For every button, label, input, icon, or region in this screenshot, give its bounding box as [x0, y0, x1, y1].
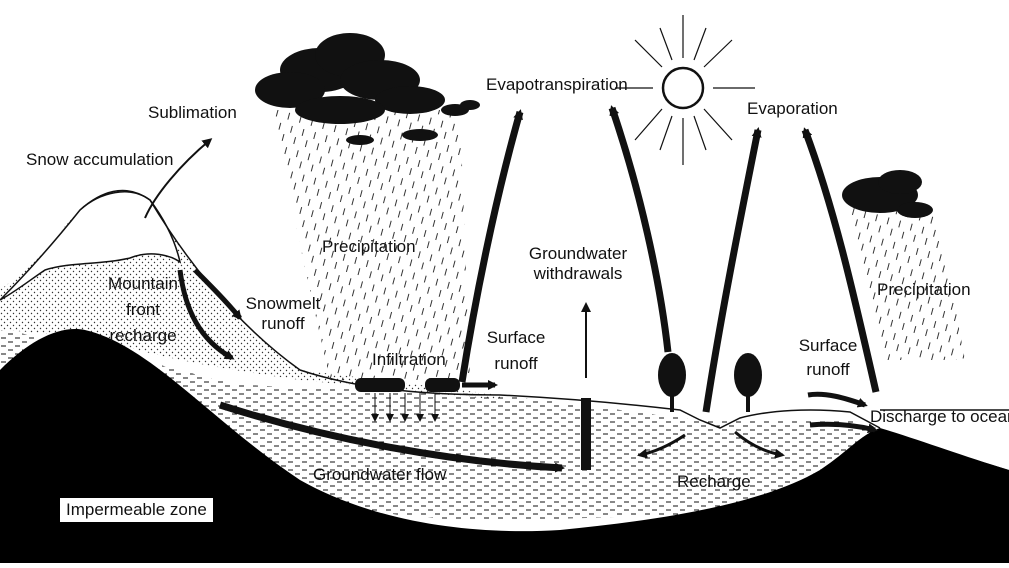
evaporation-label: Evaporation — [747, 99, 838, 119]
infiltration-label: Infiltration — [372, 350, 446, 370]
precipitation-label-right: Precipitation — [877, 280, 971, 300]
evapotranspiration-label: Evapotranspiration — [486, 75, 628, 95]
surface-runoff-label-middle: Surface runoff — [481, 328, 551, 374]
tree-icon — [734, 353, 762, 412]
recharge-label: Recharge — [677, 472, 751, 492]
groundwater-flow-label: Groundwater flow — [313, 465, 446, 485]
well-icon — [581, 398, 591, 470]
impermeable-zone-label: Impermeable zone — [60, 498, 213, 522]
evapotranspiration-arrow-2 — [612, 108, 668, 352]
snowmelt-runoff-label: Snowmelt runoff — [243, 294, 323, 334]
snow-accumulation-label: Snow accumulation — [26, 150, 173, 170]
sun-icon — [615, 15, 755, 165]
discharge-to-ocean-label: Discharge to ocean — [870, 407, 1009, 427]
surface-runoff-arrow-right — [808, 394, 865, 405]
sublimation-label: Sublimation — [148, 103, 237, 123]
surface-runoff-label-right: Surface runoff — [793, 336, 863, 380]
precipitation-label-left: Precipitation — [322, 237, 416, 257]
mountain-front-recharge-label: Mountain front recharge — [103, 274, 183, 346]
groundwater-withdrawals-label: Groundwater withdrawals — [528, 244, 628, 284]
tree-icon — [658, 353, 686, 412]
